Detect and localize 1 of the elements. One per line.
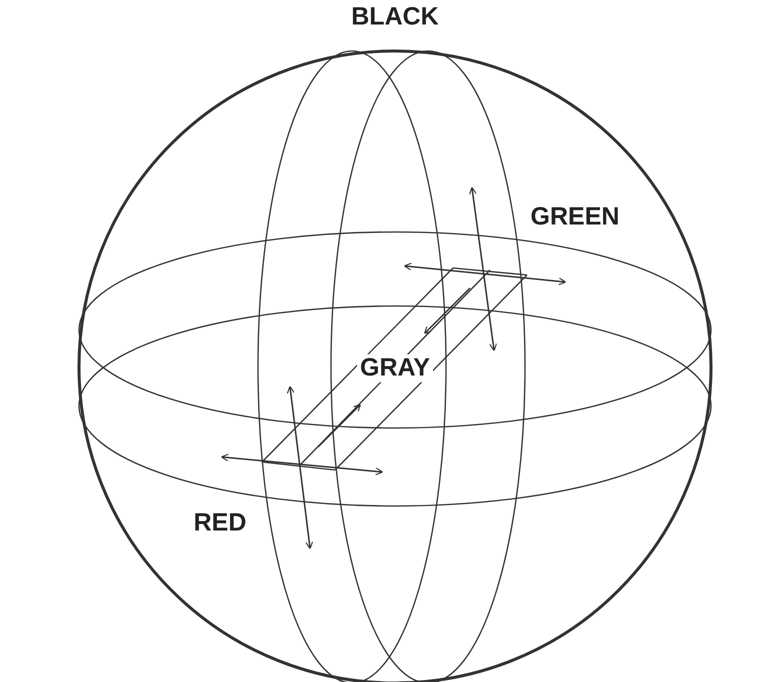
axis-label: GRAY bbox=[357, 354, 433, 382]
